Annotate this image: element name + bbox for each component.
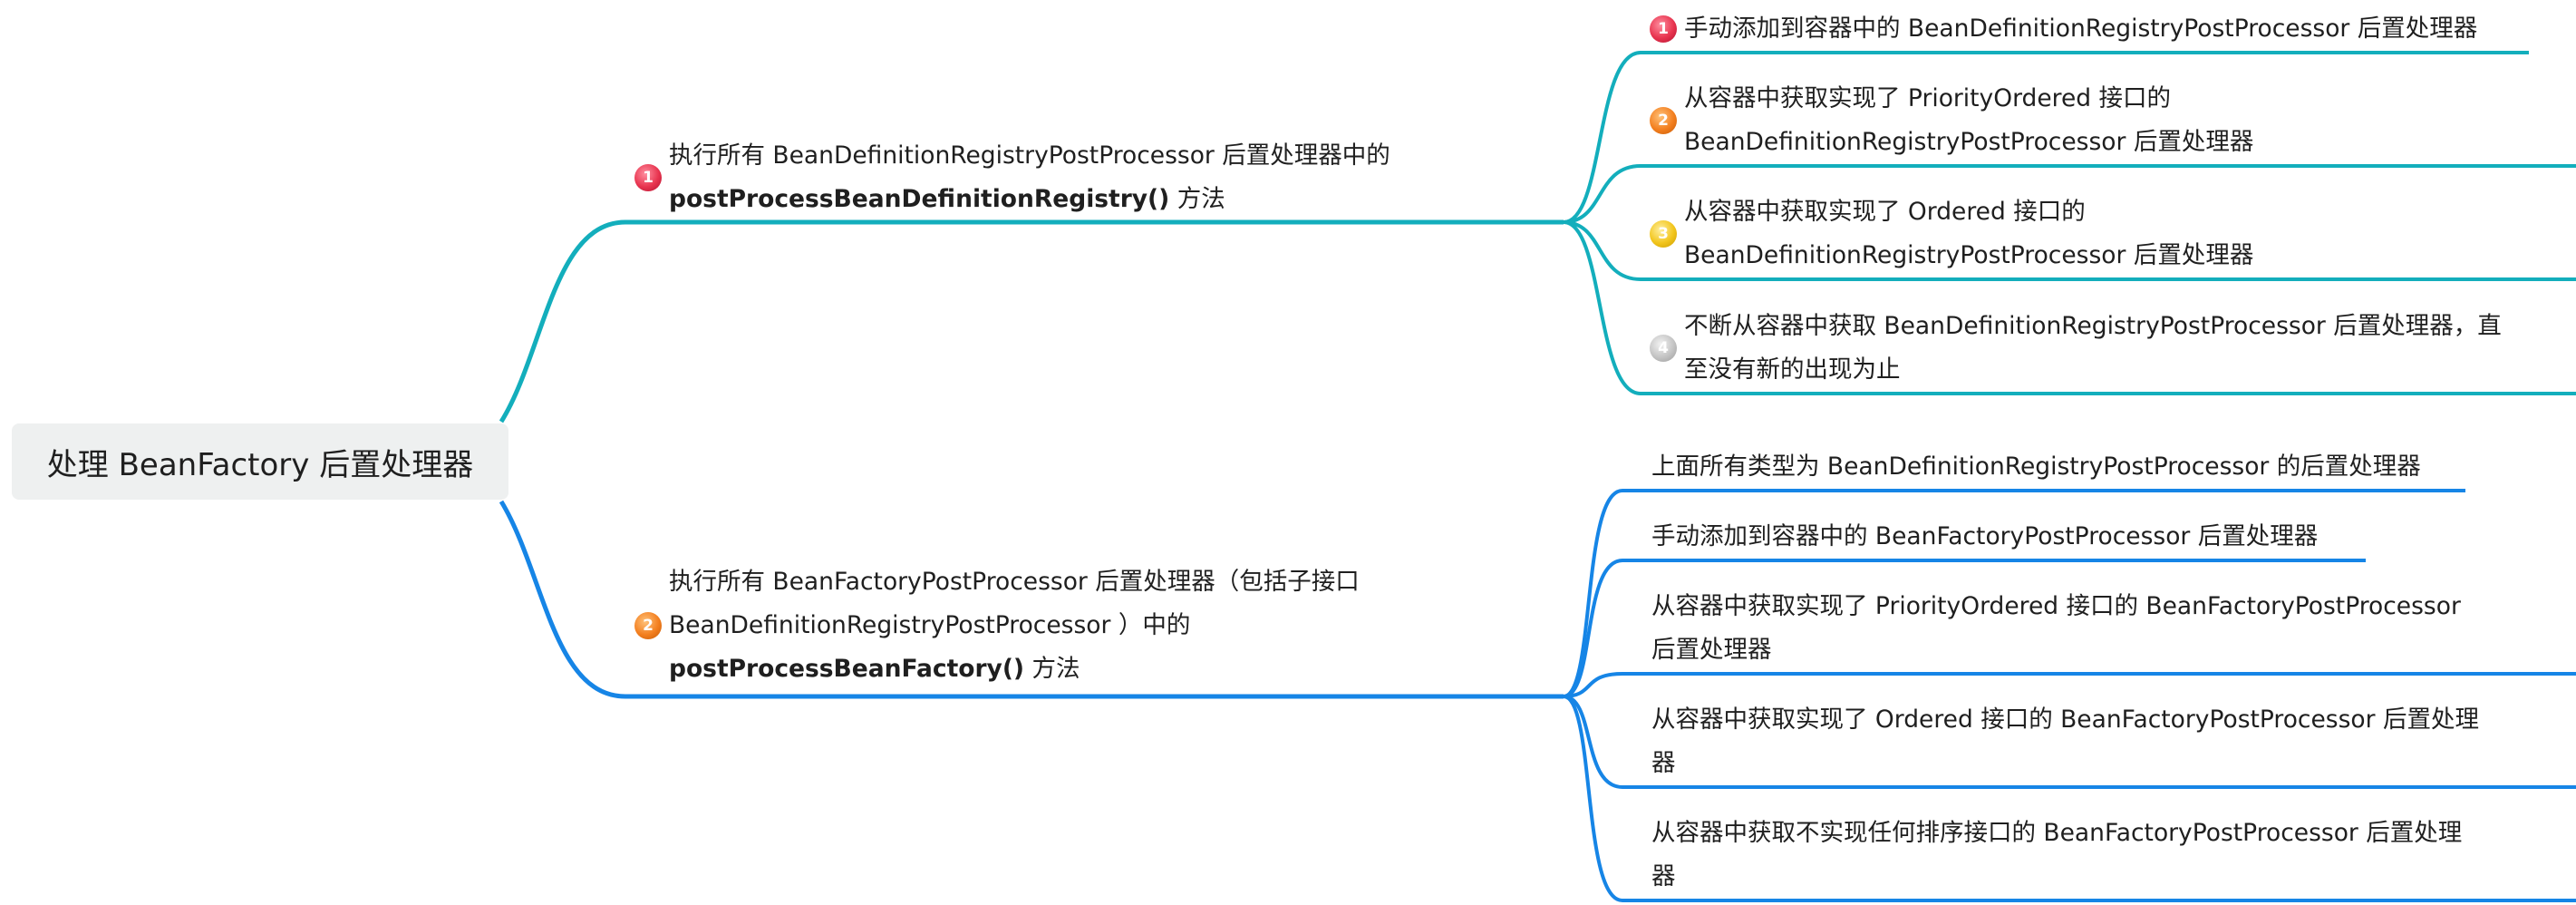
branch2-child5[interactable]: 从容器中获取不实现任何排序接口的 BeanFactoryPostProcesso… bbox=[1651, 812, 2462, 899]
branch2-line3-rest: 方法 bbox=[1024, 655, 1080, 683]
branch1-child3-line1: 从容器中获取实现了 Ordered 接口的 bbox=[1684, 198, 2086, 226]
branch2-child3-line1: 从容器中获取实现了 PriorityOrdered 接口的 BeanFactor… bbox=[1651, 592, 2461, 620]
branch1-child4-line1: 不断从容器中获取 BeanDefinitionRegistryPostProce… bbox=[1684, 312, 2502, 340]
branch2-child3-line2: 后置处理器 bbox=[1651, 636, 1772, 664]
branch1-line2-rest: 方法 bbox=[1169, 185, 1225, 213]
branch1-child4-line2: 至没有新的出现为止 bbox=[1684, 355, 1901, 384]
branch1-child3[interactable]: 3 从容器中获取实现了 Ordered 接口的 BeanDefinitionRe… bbox=[1650, 190, 2253, 277]
branch2-child1[interactable]: 上面所有类型为 BeanDefinitionRegistryPostProces… bbox=[1651, 445, 2421, 489]
branch2-child1-line1: 上面所有类型为 BeanDefinitionRegistryPostProces… bbox=[1651, 452, 2421, 481]
branch1-node[interactable]: 1 执行所有 BeanDefinitionRegistryPostProcess… bbox=[634, 134, 1390, 221]
branch1-child4[interactable]: 4 不断从容器中获取 BeanDefinitionRegistryPostPro… bbox=[1650, 305, 2502, 392]
branch2-child5-line1: 从容器中获取不实现任何排序接口的 BeanFactoryPostProcesso… bbox=[1651, 819, 2463, 847]
branch2-child3[interactable]: 从容器中获取实现了 PriorityOrdered 接口的 BeanFactor… bbox=[1651, 585, 2461, 672]
connector-branch1-child4 bbox=[1563, 220, 2576, 395]
connector-branch2-child4 bbox=[1563, 695, 2576, 789]
branch2-child4[interactable]: 从容器中获取实现了 Ordered 接口的 BeanFactoryPostPro… bbox=[1651, 698, 2479, 785]
branch2-child4-line2: 器 bbox=[1651, 749, 1676, 777]
priority-1-icon: 1 bbox=[634, 164, 662, 191]
branch2-method: postProcessBeanFactory() bbox=[669, 655, 1025, 683]
priority-3-icon: 3 bbox=[1650, 220, 1677, 248]
branch2-child5-line2: 器 bbox=[1651, 862, 1676, 890]
root-label: 处理 BeanFactory 后置处理器 bbox=[46, 446, 474, 483]
branch1-child2[interactable]: 2 从容器中获取实现了 PriorityOrdered 接口的 BeanDefi… bbox=[1650, 77, 2253, 164]
branch1-child3-line2: BeanDefinitionRegistryPostProcessor 后置处理… bbox=[1684, 241, 2254, 269]
branch1-child2-line1: 从容器中获取实现了 PriorityOrdered 接口的 bbox=[1684, 84, 2172, 112]
priority-1-icon: 1 bbox=[1650, 15, 1677, 43]
branch1-method: postProcessBeanDefinitionRegistry() bbox=[669, 185, 1170, 213]
priority-2-icon: 2 bbox=[1650, 107, 1677, 134]
branch1-line1: 执行所有 BeanDefinitionRegistryPostProcessor… bbox=[669, 141, 1390, 170]
branch1-child1[interactable]: 1 手动添加到容器中的 BeanDefinitionRegistryPostPr… bbox=[1650, 7, 2477, 51]
priority-2-icon: 2 bbox=[634, 612, 662, 639]
connector-branch2-child1 bbox=[1563, 489, 2465, 698]
connector-branch1-child2 bbox=[1563, 164, 2576, 224]
branch1-child2-line2: BeanDefinitionRegistryPostProcessor 后置处理… bbox=[1684, 128, 2254, 156]
branch2-child4-line1: 从容器中获取实现了 Ordered 接口的 BeanFactoryPostPro… bbox=[1651, 706, 2479, 734]
branch2-line2: BeanDefinitionRegistryPostProcessor ）中的 bbox=[669, 611, 1191, 639]
connector-root-branch1 bbox=[499, 219, 1564, 423]
connector-branch1-child1 bbox=[1563, 51, 2529, 224]
connector-branch2-child3 bbox=[1563, 672, 2576, 698]
branch2-child2[interactable]: 手动添加到容器中的 BeanFactoryPostProcessor 后置处理器 bbox=[1651, 515, 2318, 559]
connector-root-branch2 bbox=[499, 500, 1564, 699]
connector-branch2-child2 bbox=[1563, 559, 2366, 698]
branch1-child1-line1: 手动添加到容器中的 BeanDefinitionRegistryPostProc… bbox=[1684, 15, 2478, 43]
connector-branch1-child3 bbox=[1563, 220, 2576, 281]
branch2-line1: 执行所有 BeanFactoryPostProcessor 后置处理器（包括子接… bbox=[669, 568, 1360, 596]
priority-4-icon: 4 bbox=[1650, 335, 1677, 362]
root-node[interactable]: 处理 BeanFactory 后置处理器 bbox=[12, 423, 508, 500]
branch2-node[interactable]: 2 执行所有 BeanFactoryPostProcessor 后置处理器（包括… bbox=[634, 560, 1360, 691]
branch2-child2-line1: 手动添加到容器中的 BeanFactoryPostProcessor 后置处理器 bbox=[1651, 522, 2319, 550]
connector-branch2-child5 bbox=[1563, 695, 2576, 902]
